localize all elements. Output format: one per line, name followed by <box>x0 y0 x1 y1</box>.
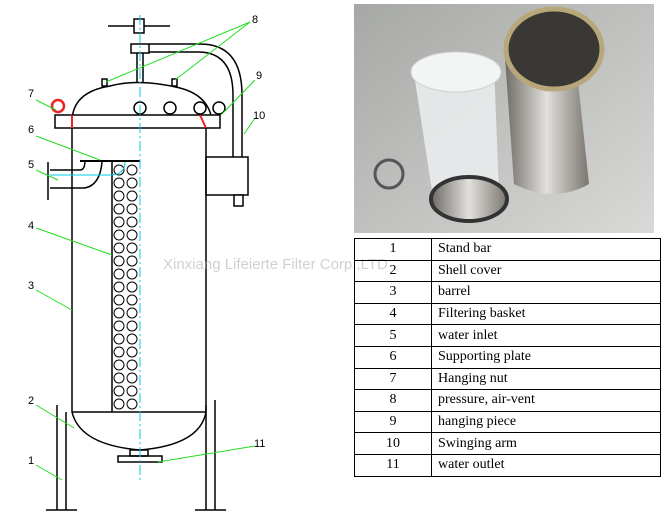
basket-hole <box>113 268 125 280</box>
basket-hole <box>113 281 125 293</box>
basket-hole <box>113 229 125 241</box>
basket-hole <box>113 203 125 215</box>
leader-lines <box>35 21 256 481</box>
label-4: 4 <box>28 220 34 232</box>
basket-hole <box>126 333 138 345</box>
shell-cover <box>71 81 213 123</box>
watermark: Xinxiang Lifeierte Filter Corp.,LTD <box>163 256 388 273</box>
part-name: Shell cover <box>431 259 661 283</box>
barrel <box>71 128 207 451</box>
part-number: 8 <box>354 389 432 412</box>
label-1: 1 <box>28 455 34 467</box>
part-name: Hanging nut <box>431 367 661 391</box>
basket-hole <box>113 190 125 202</box>
part-name: hanging piece <box>431 410 661 434</box>
basket-hole <box>113 359 125 371</box>
label-3: 3 <box>28 280 34 292</box>
label-6: 6 <box>28 124 34 136</box>
basket-hole <box>113 333 125 345</box>
basket-hole <box>126 294 138 306</box>
part-name: barrel <box>431 281 661 304</box>
basket-hole <box>126 372 138 384</box>
basket-hole <box>126 203 138 215</box>
basket-hole <box>126 242 138 254</box>
basket-hole <box>113 242 125 254</box>
part-name: pressure, air-vent <box>431 389 661 412</box>
part-number: 5 <box>354 324 432 347</box>
label-2: 2 <box>28 395 34 407</box>
hanging-nut <box>50 98 66 114</box>
part-name: Supporting plate <box>431 345 661 369</box>
label-11: 11 <box>254 438 265 450</box>
basket-hole <box>113 216 125 228</box>
part-number: 3 <box>354 281 432 304</box>
part-number: 6 <box>354 345 432 369</box>
basket-hole <box>113 164 125 176</box>
basket-hole <box>113 372 125 384</box>
basket-hole <box>126 346 138 358</box>
label-8: 8 <box>252 14 258 26</box>
label-10: 10 <box>253 110 265 122</box>
basket-hole <box>126 216 138 228</box>
label-5: 5 <box>28 159 34 171</box>
basket-hole <box>126 320 138 332</box>
swinging-arm <box>149 43 243 157</box>
label-9: 9 <box>256 70 262 82</box>
basket-hole <box>113 177 125 189</box>
basket-hole <box>113 307 125 319</box>
part-name: Stand bar <box>431 238 661 261</box>
basket-hole <box>126 255 138 267</box>
part-number: 7 <box>354 367 432 391</box>
product-photo <box>354 4 654 233</box>
part-number: 10 <box>354 432 432 455</box>
basket-hole <box>126 268 138 280</box>
basket-hole <box>113 255 125 267</box>
basket-hole <box>126 398 138 410</box>
basket-hole <box>126 164 138 176</box>
basket-hole <box>113 294 125 306</box>
basket-hole <box>126 281 138 293</box>
basket-hole <box>126 229 138 241</box>
part-name: Swinging arm <box>431 432 661 455</box>
part-name: water outlet <box>431 453 661 477</box>
part-number: 1 <box>354 238 432 261</box>
basket-hole <box>113 346 125 358</box>
basket-hole <box>126 190 138 202</box>
basket-hole <box>126 385 138 397</box>
basket-hole <box>126 177 138 189</box>
label-7: 7 <box>28 88 34 100</box>
part-name: water inlet <box>431 324 661 347</box>
part-name: Filtering basket <box>431 302 661 326</box>
part-number: 11 <box>354 453 432 477</box>
part-number: 4 <box>354 302 432 326</box>
basket-hole <box>126 359 138 371</box>
filter-housing-diagram: 1 2 3 4 5 6 7 8 9 10 11 <box>28 14 265 511</box>
basket-hole <box>113 385 125 397</box>
part-number: 9 <box>354 410 432 434</box>
basket-hole <box>113 398 125 410</box>
basket-hole <box>126 307 138 319</box>
part-number: 2 <box>354 259 432 283</box>
basket-hole <box>113 320 125 332</box>
